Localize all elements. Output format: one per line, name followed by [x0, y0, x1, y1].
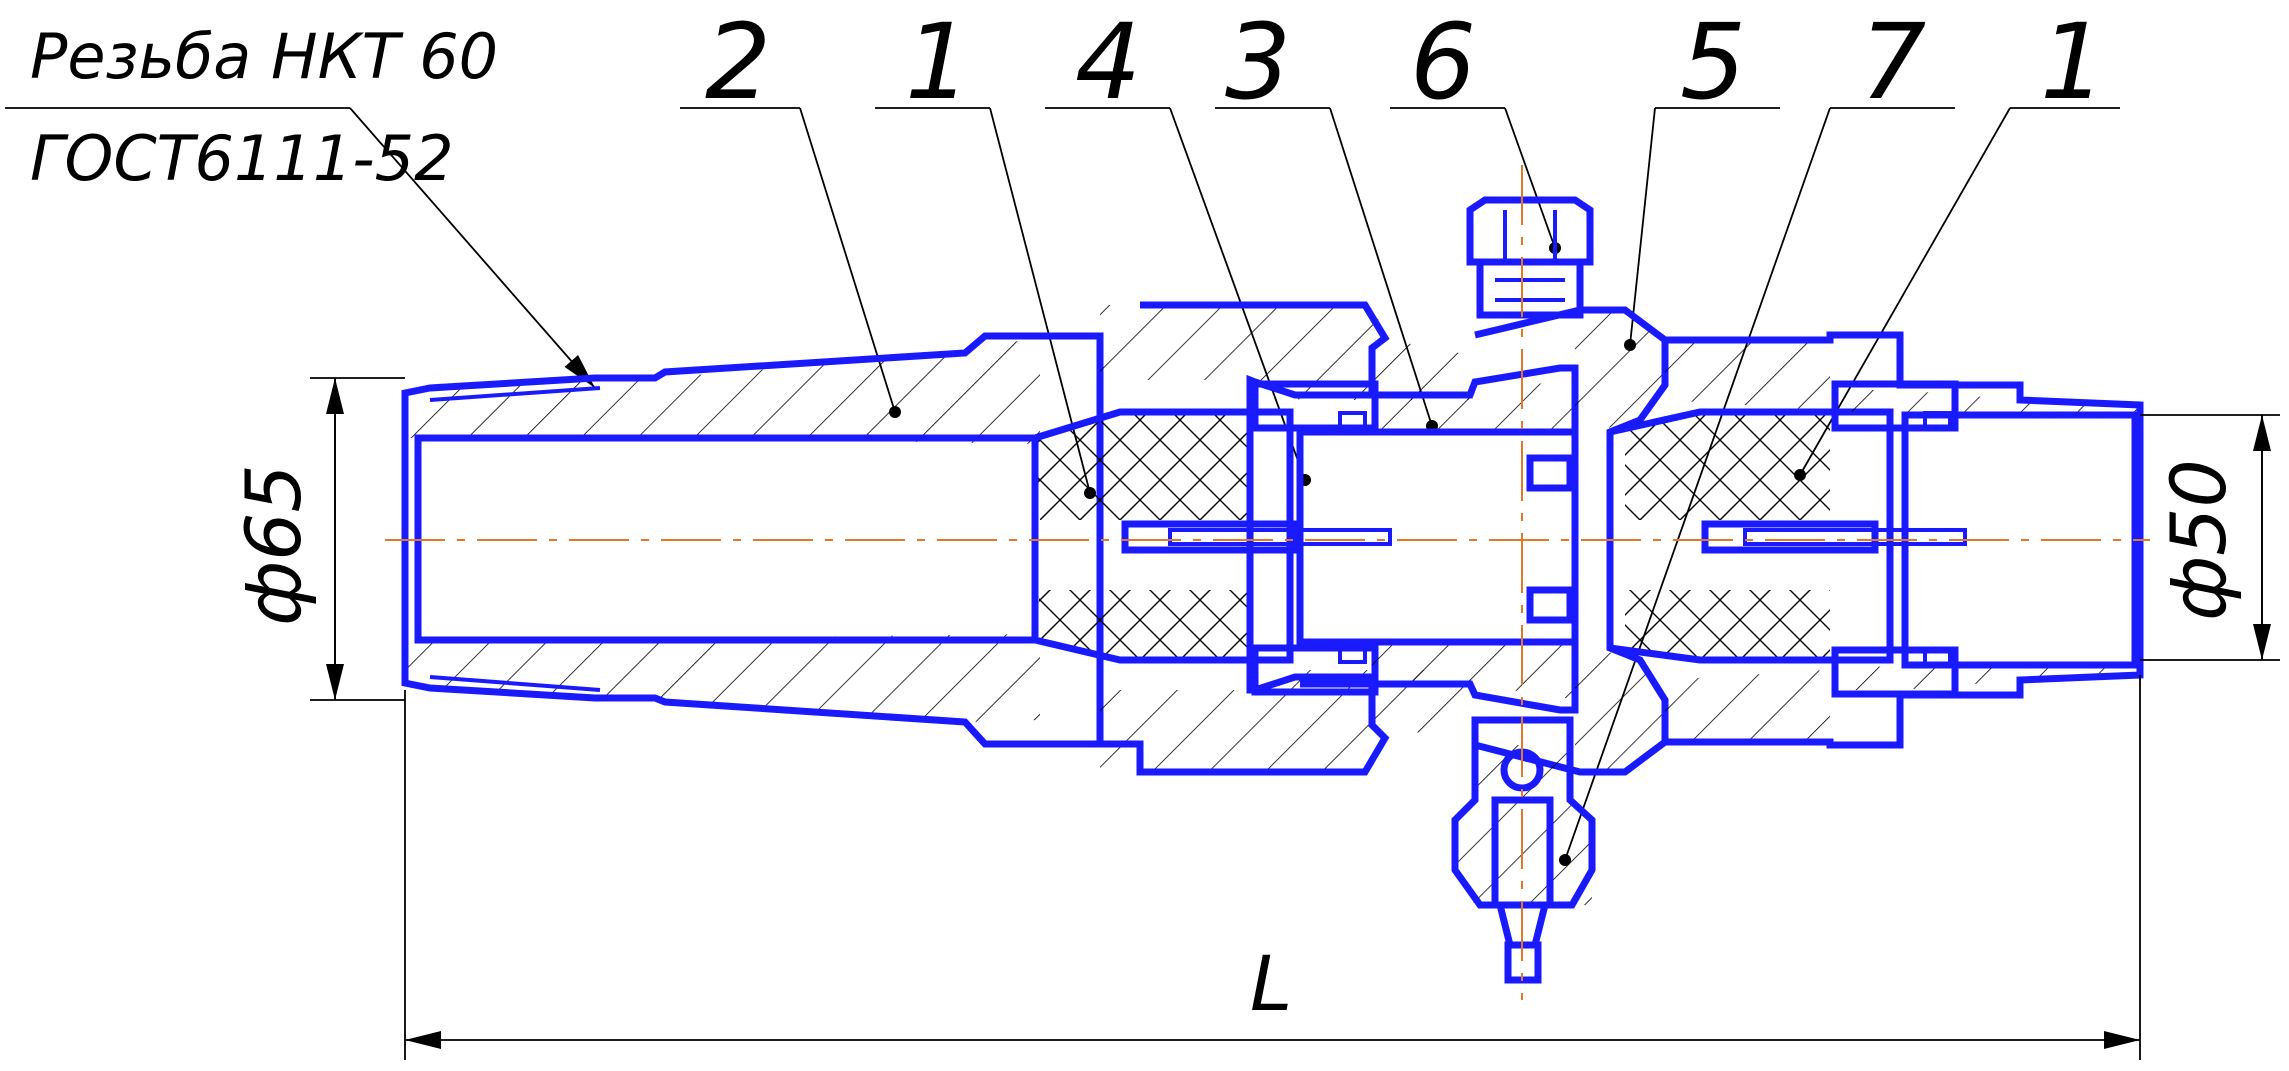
o-ring [1338, 646, 1367, 664]
part-1-left-outline [1031, 408, 1294, 664]
position-label: 3 [1225, 1, 1291, 123]
thread-note-line2: ГОСТ6111-52 [30, 122, 454, 195]
valve-stem-housing [1491, 796, 1554, 909]
left-diameter-label: ф65 [229, 464, 318, 626]
position-label: 2 [705, 1, 771, 123]
seal-ring [1831, 646, 1959, 698]
slot [1526, 454, 1574, 492]
position-leader [1629, 107, 1656, 346]
part-1-right-outline [1609, 408, 1894, 664]
thread-root [429, 675, 601, 692]
part-4-left-nut [1100, 301, 1470, 776]
right-diameter-label: ф50 [2154, 459, 2243, 621]
thread-note: Резьба НКТ 60 ГОСТ6111-52 [5, 20, 596, 389]
thread-root [429, 386, 601, 402]
position-label: 4 [1075, 1, 1141, 123]
o-ring [1338, 411, 1367, 429]
part-1-left-insert [1031, 408, 1392, 664]
position-label: 7 [1860, 1, 1926, 123]
pin-shaft [1743, 528, 1967, 546]
seal-ring [1831, 380, 1959, 432]
position-leader [1169, 107, 1306, 481]
position-label: 1 [2040, 1, 2106, 123]
position-label: 5 [1680, 1, 1746, 123]
overall-length-dimension: L [404, 675, 2141, 1060]
o-ring [1923, 648, 1952, 666]
part-6-body [1476, 258, 1584, 319]
part-7-outline [1451, 716, 1596, 909]
overall-length-label: L [1250, 939, 1292, 1028]
pin [1121, 520, 1299, 554]
left-diameter-dimension: ф65 [229, 377, 405, 701]
part-7-bottom-valve [1451, 716, 1596, 984]
part-1-right-insert [1609, 408, 1967, 664]
pin-shaft [1168, 528, 1392, 546]
thread-leader [349, 107, 596, 389]
slot [1526, 586, 1574, 624]
position-label: 1 [905, 1, 971, 123]
pin [1701, 520, 1879, 554]
right-diameter-dimension: ф50 [2140, 414, 2280, 661]
part-5-body [1474, 306, 1669, 776]
thread-note-line1: Резьба НКТ 60 [30, 20, 498, 93]
position-leader [1504, 107, 1556, 249]
position-label: 6 [1410, 1, 1476, 123]
part-3-bore [1296, 428, 1579, 646]
o-ring [1923, 411, 1952, 429]
part-3-inner-housing [1296, 364, 1579, 714]
part-6-cap [1466, 196, 1594, 266]
part-6-top-plug [1466, 196, 1594, 319]
